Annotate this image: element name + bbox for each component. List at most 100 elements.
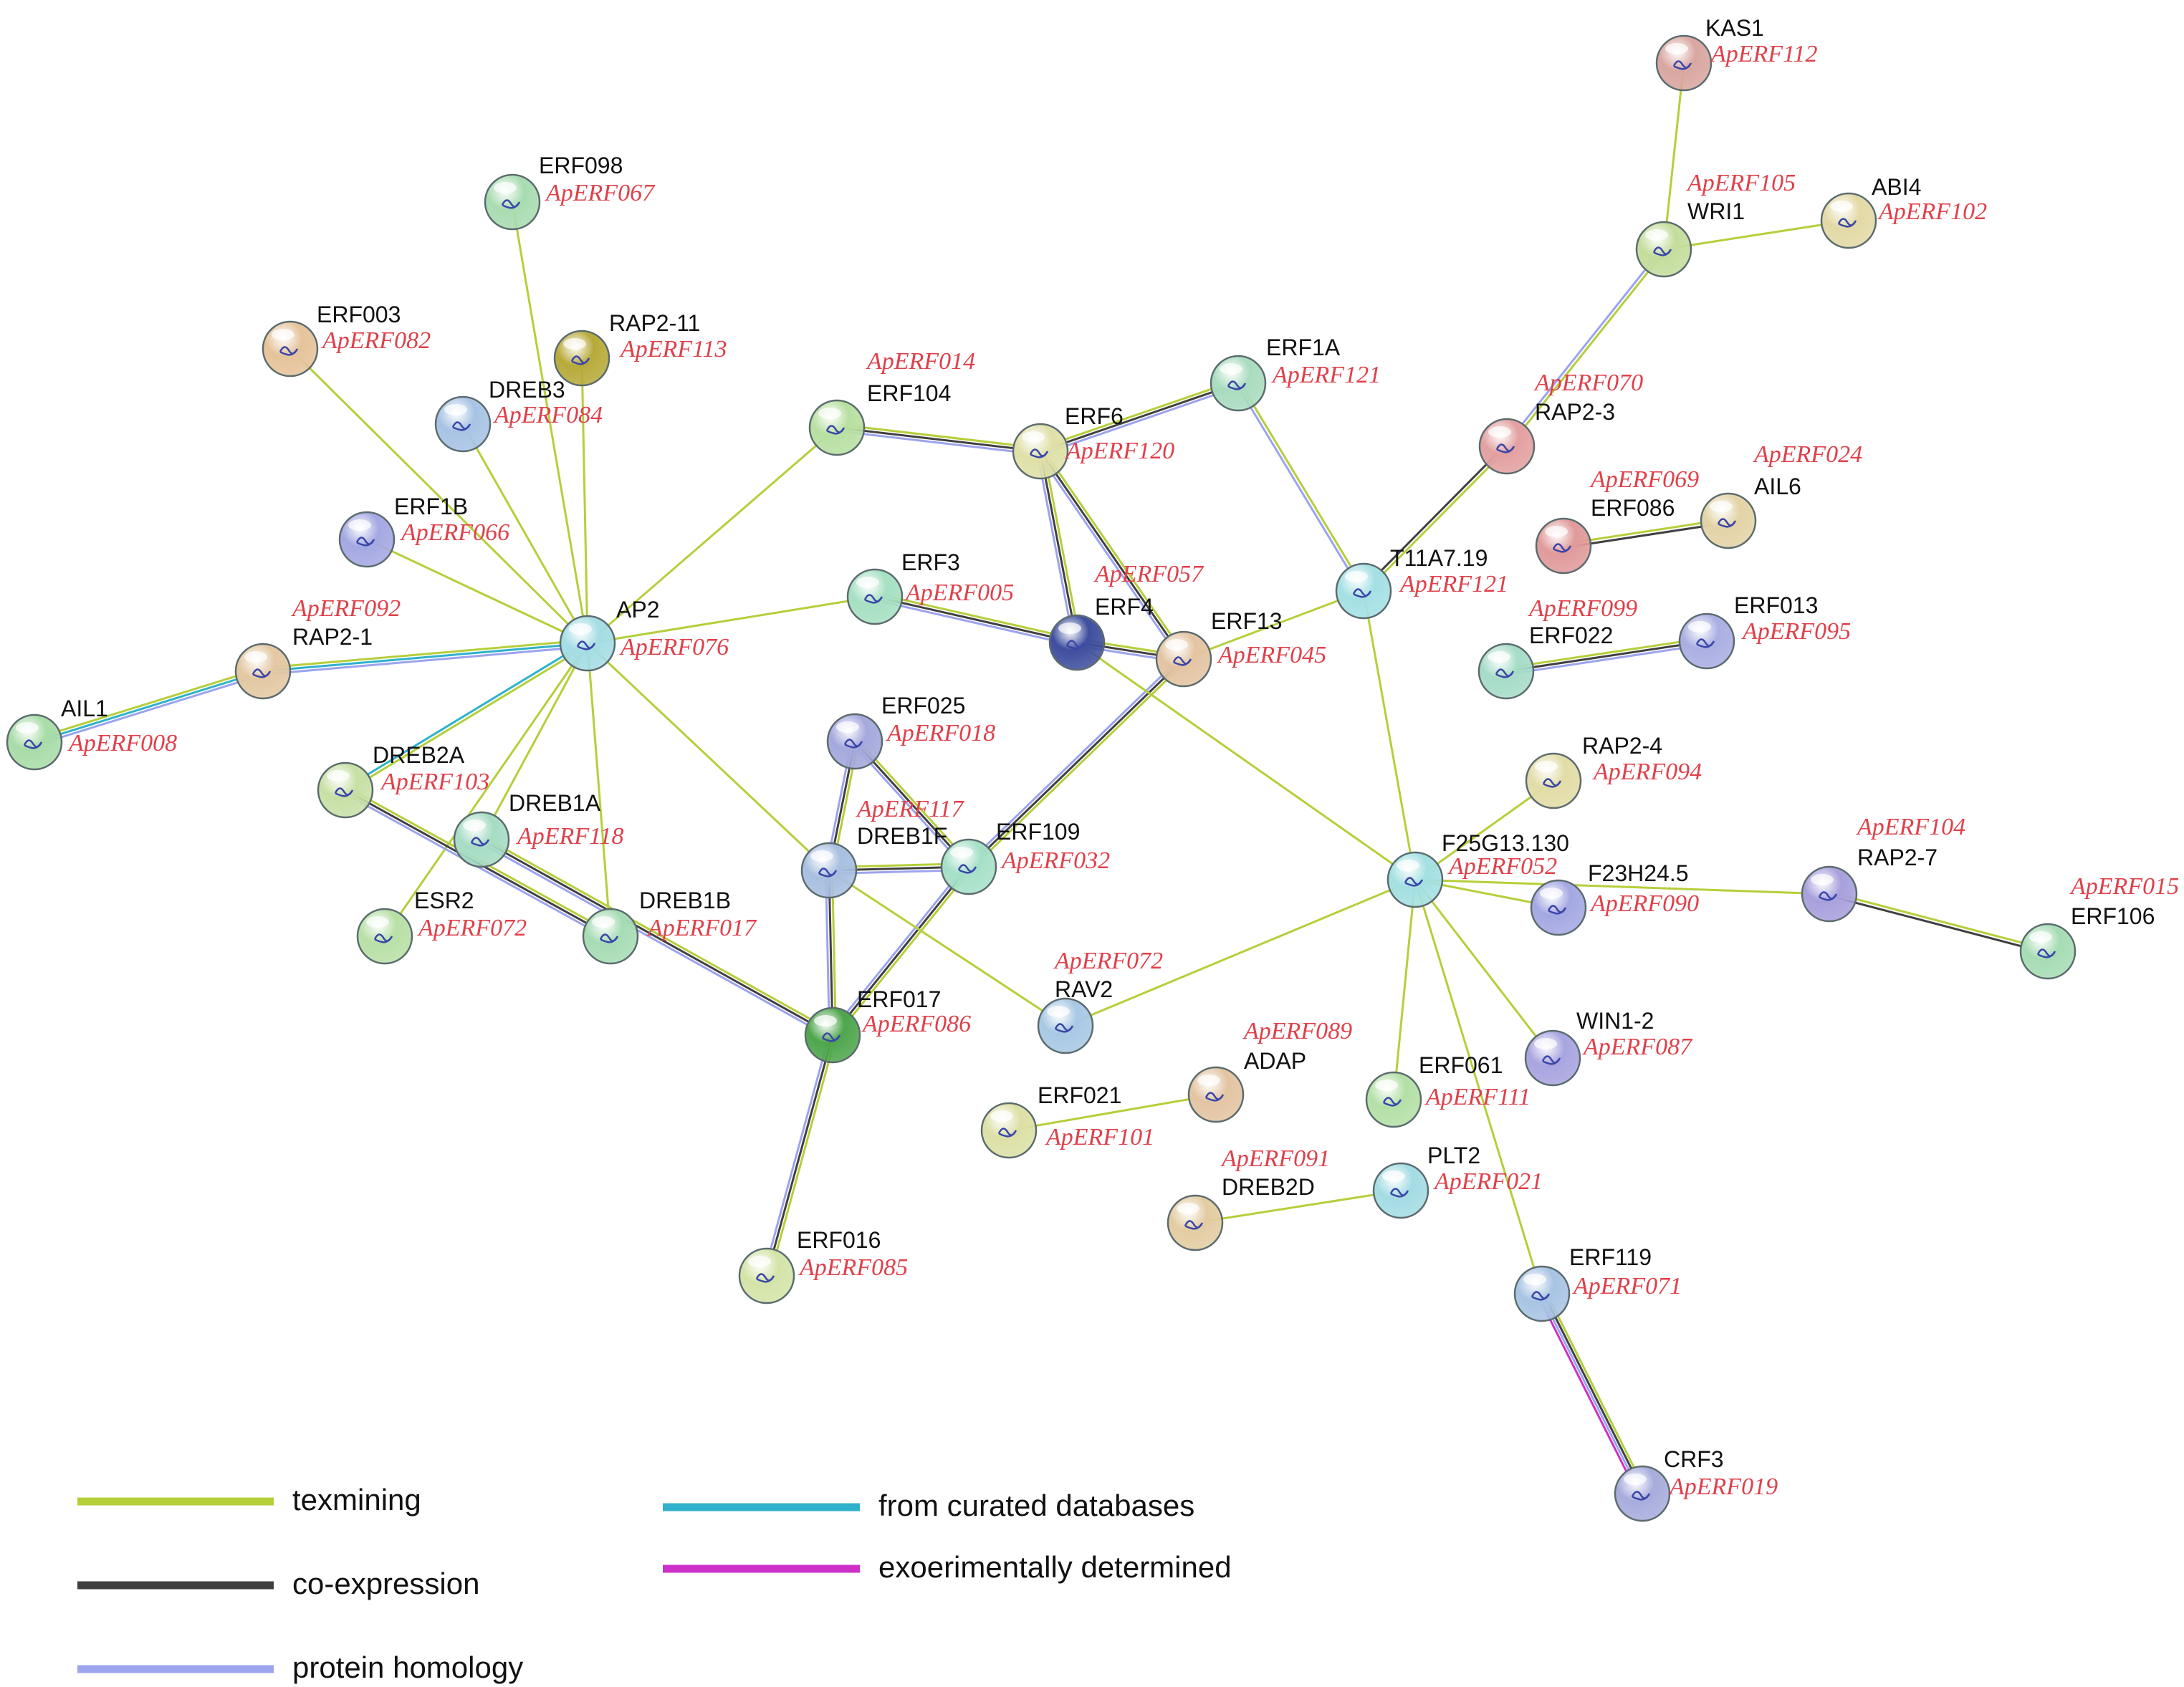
node-bubble[interactable] — [1365, 1071, 1422, 1128]
node-bubble[interactable] — [1477, 643, 1535, 700]
node-bubble[interactable] — [1614, 1465, 1671, 1522]
edge-evidence-texmining — [1238, 381, 1366, 591]
node-bubble[interactable] — [484, 173, 541, 231]
node-bubble[interactable] — [940, 838, 997, 895]
aperf-label: ApERF070 — [1533, 370, 1643, 396]
node-bubble[interactable] — [1655, 34, 1713, 92]
node-bubble[interactable] — [1700, 492, 1757, 549]
node-bubble[interactable] — [338, 511, 396, 568]
node-bubble[interactable] — [1678, 612, 1735, 670]
node-bubble[interactable] — [1210, 355, 1267, 412]
node-bubble[interactable] — [453, 811, 510, 868]
node-bubble[interactable] — [1635, 221, 1692, 278]
node-bubble[interactable] — [808, 399, 866, 456]
node-bubble[interactable] — [1167, 1194, 1224, 1251]
gene-label: AIL6 — [1754, 474, 1801, 499]
edge-evidence-homology — [479, 841, 832, 1039]
node-bubble[interactable] — [1525, 752, 1582, 809]
node-bubble[interactable] — [804, 1006, 861, 1064]
node-bubble[interactable] — [1535, 517, 1592, 575]
node-bubble[interactable] — [1524, 1029, 1581, 1087]
node-bubble[interactable] — [1335, 562, 1392, 620]
node-bubble[interactable] — [1386, 851, 1444, 908]
node-bubble[interactable] — [1372, 1162, 1429, 1219]
node-bubble[interactable] — [826, 713, 883, 770]
node-bubble[interactable] — [434, 395, 492, 453]
node-bubble[interactable] — [356, 908, 413, 965]
node-bubble[interactable] — [582, 908, 639, 965]
node-bubble[interactable] — [800, 842, 858, 899]
node-highlight — [1345, 571, 1368, 582]
node-bubble[interactable] — [738, 1247, 795, 1304]
node-bubble[interactable] — [262, 320, 319, 378]
node-bubble[interactable] — [234, 643, 292, 700]
node-bubble[interactable] — [559, 615, 616, 672]
edge-AIL1-RAP2-1 — [33, 667, 264, 746]
node-bubble[interactable] — [1048, 614, 1106, 671]
node-bubble[interactable] — [1513, 1265, 1571, 1322]
node-bubble[interactable] — [846, 568, 904, 625]
node-bubble[interactable] — [1187, 1066, 1245, 1123]
node-bubble[interactable] — [2019, 923, 2077, 980]
node-bubble[interactable] — [1478, 418, 1536, 475]
node-bubble[interactable] — [1820, 192, 1877, 249]
node-bubble[interactable] — [980, 1102, 1038, 1159]
node-bubble[interactable] — [6, 713, 63, 771]
node-bubble[interactable] — [1801, 865, 1858, 923]
node-bubble[interactable] — [1530, 879, 1587, 936]
node-bubble[interactable] — [1037, 997, 1094, 1054]
edge-AP2-ESR2 — [383, 643, 589, 937]
node-bubble[interactable] — [1155, 630, 1212, 688]
node-bubble[interactable] — [1012, 423, 1069, 480]
edge-evidence-homology — [829, 864, 967, 1034]
protein-structure-icon — [334, 787, 354, 797]
node-bubble[interactable] — [317, 761, 374, 819]
